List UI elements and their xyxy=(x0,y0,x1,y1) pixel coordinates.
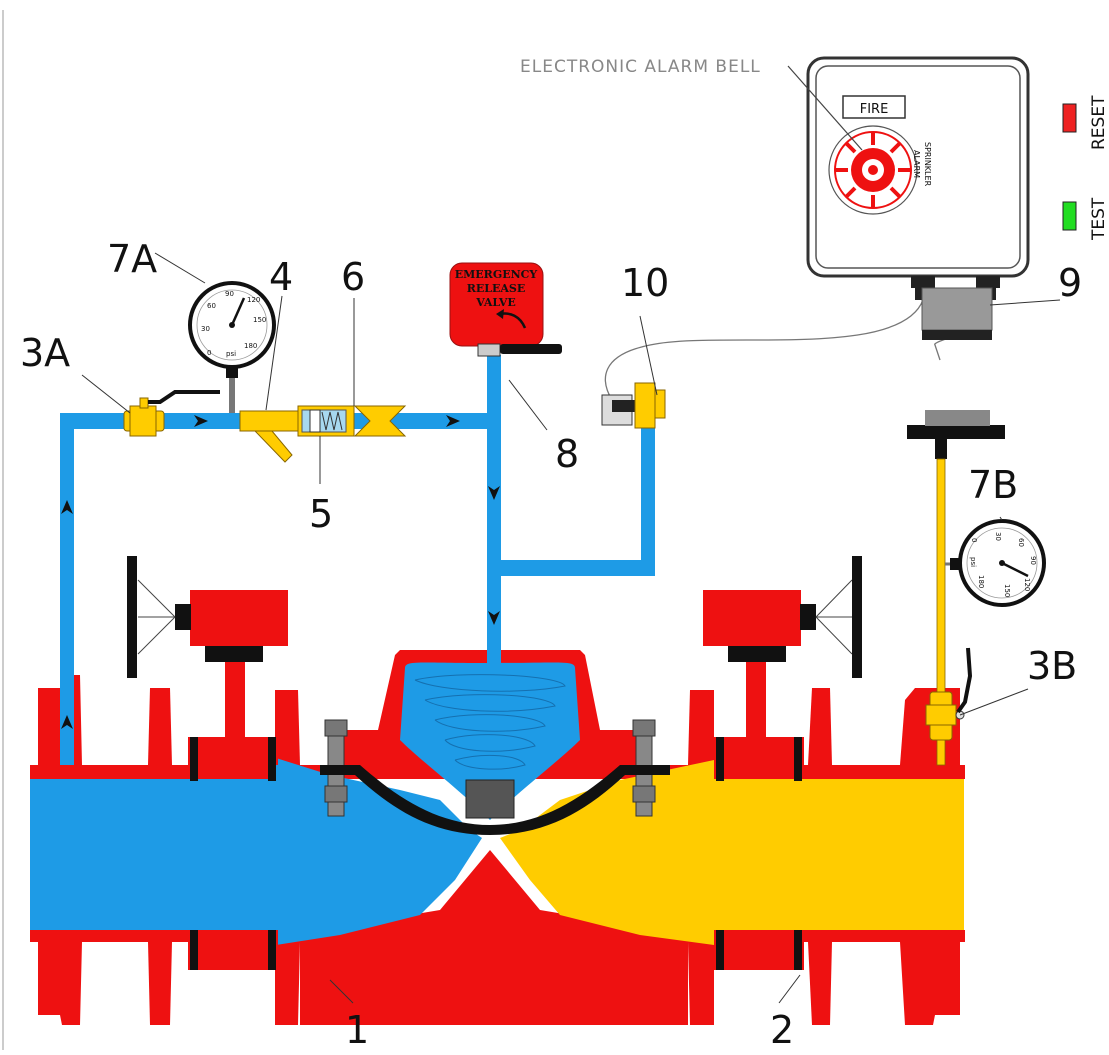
test-button[interactable] xyxy=(1062,201,1077,231)
svg-text:30: 30 xyxy=(201,325,210,333)
solenoid-9 xyxy=(907,287,1005,459)
reset-button[interactable] xyxy=(1062,103,1077,133)
callout-4: 4 xyxy=(269,255,293,299)
svg-text:120: 120 xyxy=(247,296,260,304)
outlet-trim-pipe xyxy=(936,458,946,766)
callout-3b: 3B xyxy=(1027,644,1077,688)
svg-text:60: 60 xyxy=(207,302,216,310)
ball-valve-3b[interactable] xyxy=(925,647,973,741)
svg-text:180: 180 xyxy=(244,342,257,350)
strainer-4 xyxy=(239,410,299,463)
callout-9: 9 xyxy=(1058,261,1082,305)
callout-7a: 7A xyxy=(107,237,157,281)
bolt-right xyxy=(632,719,656,817)
pressure-switch-10 xyxy=(601,382,666,429)
bolt-left xyxy=(324,719,348,817)
handwheel-right[interactable] xyxy=(852,556,862,678)
callout-6: 6 xyxy=(341,255,365,299)
callout-10: 10 xyxy=(621,261,669,305)
svg-text:30: 30 xyxy=(994,532,1002,541)
ball-valve-3a[interactable] xyxy=(123,390,220,437)
isolation-valve-right xyxy=(703,556,862,970)
callout-3a: 3A xyxy=(20,331,70,375)
alarm-bell-leader xyxy=(787,65,863,151)
svg-text:0: 0 xyxy=(970,538,978,542)
callout-7b: 7B xyxy=(968,463,1018,507)
callout-1: 1 xyxy=(345,1008,369,1052)
test-label: TEST xyxy=(1089,197,1109,241)
handwheel-left[interactable] xyxy=(127,556,137,678)
callout-8: 8 xyxy=(555,432,579,476)
stem-nut xyxy=(465,779,515,819)
svg-text:60: 60 xyxy=(1017,538,1025,547)
fire-label: FIRE xyxy=(860,102,889,117)
diaphragm-spring xyxy=(414,674,566,770)
pressure-gauge-7a: 0 30 60 90 120 150 180 psi xyxy=(188,281,276,413)
svg-text:psi: psi xyxy=(969,557,977,567)
alarm-bell-icon: FIRE SPRINKLER ALARM xyxy=(828,95,932,215)
svg-text:VALVE: VALVE xyxy=(475,296,516,309)
isolation-valve-left xyxy=(127,556,288,970)
check-valve-5 xyxy=(297,405,355,437)
svg-text:180: 180 xyxy=(977,575,985,588)
orifice-6 xyxy=(353,405,407,437)
callout-leaders xyxy=(81,252,1061,1004)
sprinkler-label-2: ALARM xyxy=(912,150,921,178)
svg-text:120: 120 xyxy=(1023,578,1031,591)
svg-text:150: 150 xyxy=(253,316,266,324)
callout-2: 2 xyxy=(770,1008,794,1052)
svg-text:90: 90 xyxy=(1029,556,1037,565)
alarm-bell-label: ELECTRONIC ALARM BELL xyxy=(520,57,761,77)
callout-5: 5 xyxy=(309,492,333,536)
svg-text:90: 90 xyxy=(225,290,234,298)
emergency-release-valve-8[interactable]: EMERGENCY RELEASE VALVE xyxy=(449,262,562,357)
svg-text:0: 0 xyxy=(207,349,211,357)
svg-text:psi: psi xyxy=(226,350,236,358)
sprinkler-label-1: SPRINKLER xyxy=(923,142,932,187)
svg-text:150: 150 xyxy=(1003,584,1011,597)
flow-arrows xyxy=(61,415,500,729)
wire-to-switch xyxy=(604,299,924,401)
pressure-gauge-7b: 0 30 60 90 120 150 180 psi xyxy=(945,519,1046,607)
svg-text:EMERGENCY: EMERGENCY xyxy=(455,268,538,281)
reset-label: RESET xyxy=(1089,95,1109,150)
diaphragm xyxy=(320,765,670,835)
outlet-water xyxy=(500,760,964,945)
svg-text:RELEASE: RELEASE xyxy=(467,282,526,295)
